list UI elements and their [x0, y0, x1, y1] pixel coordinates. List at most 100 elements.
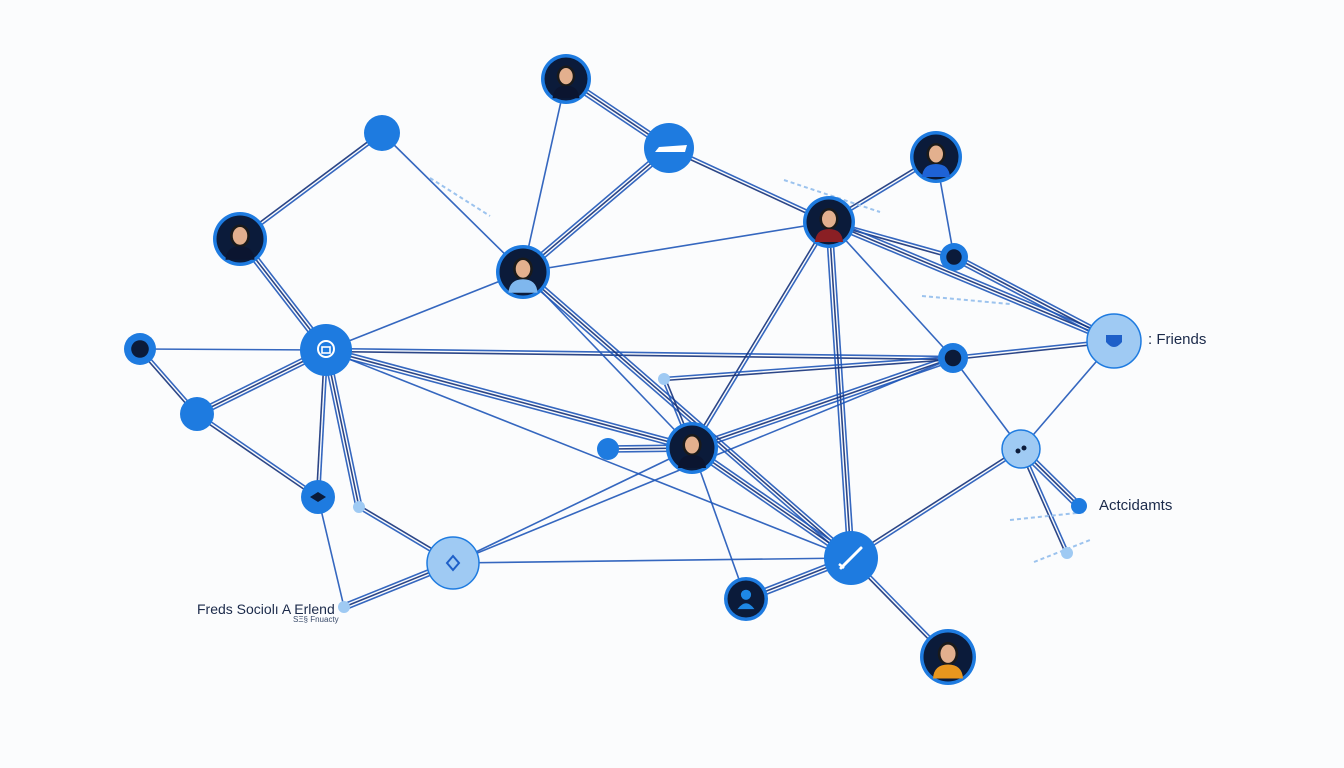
node-p-bottom-right[interactable]	[920, 629, 976, 685]
faint-stroke	[1009, 511, 1087, 521]
edge-p-right-top-p-center	[690, 220, 831, 450]
edge-strand	[689, 449, 850, 562]
edge-p-center-n-pen	[689, 444, 854, 562]
edge-strand	[692, 222, 831, 450]
diamond-icon	[310, 492, 326, 502]
node-p-center[interactable]	[666, 422, 718, 474]
edge-n-top-left-p-left	[238, 131, 384, 241]
edge-strand	[663, 355, 953, 379]
edge-strand	[325, 352, 692, 452]
node-n-small-2[interactable]	[597, 438, 619, 460]
node-n-pen[interactable]	[824, 531, 878, 585]
edge-n-hub-left-n-small-3	[322, 349, 363, 508]
edge-strand	[690, 220, 829, 448]
avatar-shirt	[932, 664, 964, 679]
node-small	[597, 438, 619, 460]
avatar-shirt	[922, 164, 950, 177]
edge-strand	[849, 447, 1021, 558]
node-core	[944, 349, 962, 367]
edge-strand	[325, 349, 693, 449]
node-n-right-light[interactable]	[1001, 429, 1041, 469]
node-n-top-left[interactable]	[364, 115, 400, 151]
edge-strand	[381, 132, 524, 273]
edge-strand	[325, 349, 360, 508]
node-n-right-small[interactable]	[940, 243, 968, 271]
edge-p-center-p-bottom-dark	[691, 447, 747, 600]
dots-icon	[1015, 448, 1021, 454]
edge-strand	[522, 221, 830, 273]
speech-bubble-icon	[317, 340, 335, 358]
edge-strand	[825, 222, 849, 559]
node-n-dash[interactable]	[644, 123, 694, 173]
edge-strand	[691, 447, 852, 559]
edge-strand	[322, 350, 357, 508]
avatar-shirt	[678, 455, 706, 468]
edge-strand	[317, 496, 345, 608]
edge-n-lower-light-n-pen	[452, 557, 852, 564]
edge-strand	[829, 218, 1116, 339]
node-n-small-5[interactable]	[1061, 547, 1073, 559]
node-core	[946, 249, 962, 265]
dot	[1021, 445, 1027, 451]
edge-n-diamond-n-small-4	[317, 496, 345, 608]
node-n-small-3[interactable]	[353, 501, 365, 513]
node-dot	[180, 397, 214, 431]
edge-strand	[952, 258, 1113, 345]
edge-strand	[522, 147, 670, 273]
edge-n-left-dark-n-hub-left	[139, 348, 327, 351]
avatar-face	[515, 260, 531, 278]
edge-strand	[524, 269, 854, 557]
nodes-layer	[124, 54, 1142, 685]
dash-icon	[655, 145, 687, 152]
edge-n-right-small-n-friends	[952, 253, 1116, 345]
edge-strand	[691, 357, 954, 449]
node-p-center-top[interactable]	[496, 245, 550, 299]
edge-strand	[328, 349, 363, 507]
edge-n-top-left-p-center-top	[381, 132, 524, 273]
edge-strand	[831, 221, 855, 558]
pin-icon	[445, 554, 461, 572]
edge-strand	[828, 221, 954, 359]
edge-strand	[664, 358, 954, 382]
node-n-hub-left[interactable]	[300, 324, 352, 376]
node-dot	[364, 115, 400, 151]
edge-strand	[690, 354, 953, 446]
edge-n-right-light-n-pen	[849, 447, 1023, 560]
node-n-lower-light[interactable]	[426, 536, 480, 590]
edge-strand	[693, 444, 854, 557]
avatar-face	[822, 210, 836, 228]
avatar-body	[737, 603, 755, 610]
node-n-left-mid[interactable]	[180, 397, 214, 431]
node-n-small-1[interactable]	[658, 373, 670, 385]
faint-stroke	[783, 179, 881, 213]
edge-strand	[669, 145, 830, 222]
friends-label: : Friends	[1148, 331, 1207, 348]
node-small	[1071, 498, 1087, 514]
node-p-bottom-dark[interactable]	[724, 577, 768, 621]
node-n-acc[interactable]	[1071, 498, 1087, 514]
node-small	[658, 373, 670, 385]
node-n-friends[interactable]	[1086, 313, 1142, 369]
edge-strand	[238, 131, 382, 239]
node-p-top[interactable]	[541, 54, 591, 104]
edge-n-small-1-n-right-mid	[663, 355, 954, 382]
edge-p-right-top-n-friends	[827, 218, 1116, 345]
edge-strand	[326, 346, 693, 446]
edge-strand	[520, 145, 668, 271]
node-p-far-right[interactable]	[910, 131, 962, 183]
node-n-left-dark[interactable]	[124, 333, 156, 365]
edge-strand	[522, 78, 567, 273]
node-p-right-top[interactable]	[803, 196, 855, 248]
edge-strand	[452, 447, 693, 564]
node-n-small-4[interactable]	[338, 601, 350, 613]
node-p-left[interactable]	[213, 212, 267, 266]
avatar-face	[232, 227, 248, 245]
edge-strand	[325, 350, 953, 361]
pen-tip	[838, 563, 845, 569]
edge-n-hub-left-n-pen	[325, 349, 852, 559]
edge-strand	[691, 447, 747, 600]
node-n-right-mid[interactable]	[938, 343, 968, 373]
pen-icon	[839, 546, 863, 570]
heart-shield-icon	[1106, 335, 1122, 347]
node-n-diamond[interactable]	[301, 480, 335, 514]
